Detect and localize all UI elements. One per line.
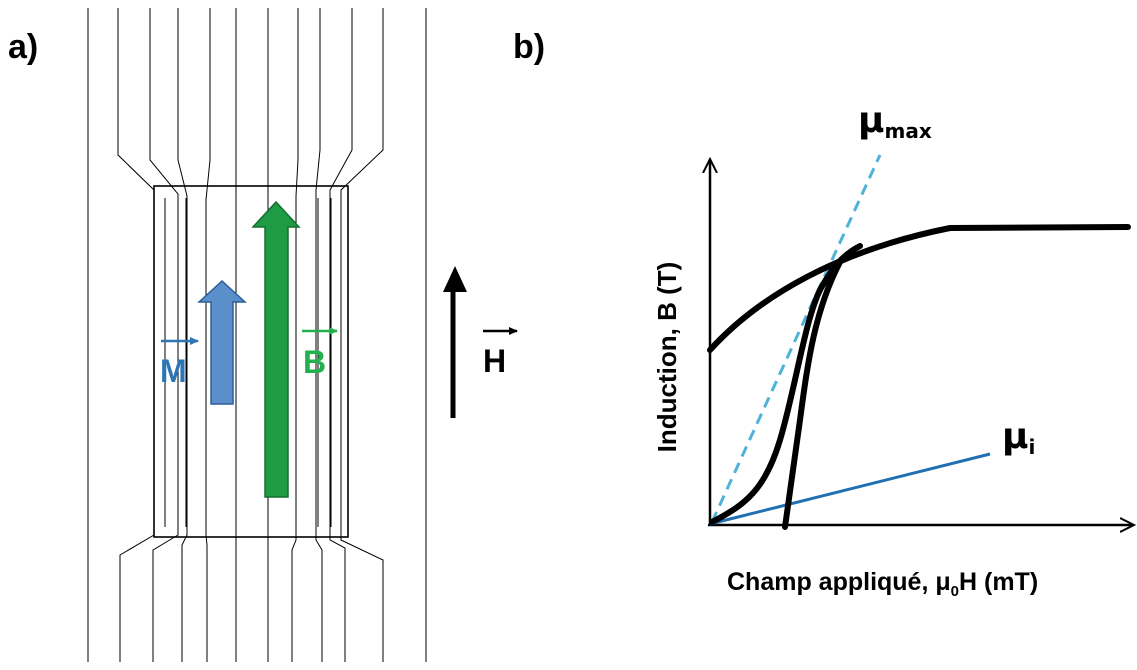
x-axis-label-sub: 0	[951, 583, 959, 600]
induction-label: B	[303, 344, 326, 380]
mu-max-sub: max	[885, 119, 932, 143]
mu-max-symbol: μ	[858, 100, 885, 141]
mu-max-line	[710, 154, 882, 523]
field-line	[340, 8, 384, 662]
panel-a-label: a)	[8, 28, 38, 66]
descending-branch	[707, 224, 1131, 353]
field-line	[117, 8, 155, 662]
inner-field-lines	[164, 198, 332, 527]
mu-i-line	[709, 452, 991, 526]
mu-max-label: μmax	[858, 100, 932, 143]
y-axis-label: Induction, B (T)	[652, 262, 682, 453]
x-axis-label: Champ appliqué, μ0H (mT)	[727, 568, 1038, 600]
panel-b: b) μmax μi Induction, B (T) Champ appliq…	[513, 28, 1133, 600]
bh-curves	[707, 224, 1131, 530]
field-line	[291, 8, 299, 662]
x-axis-label-main: Champ appliqué, μ	[727, 568, 951, 596]
field-label: H	[483, 343, 506, 379]
field-arrow-head	[443, 266, 467, 292]
panel-b-label: b)	[513, 28, 545, 66]
sample-box	[153, 185, 349, 538]
field-line	[177, 8, 188, 662]
x-axis-label-tail: H (mT)	[959, 568, 1038, 596]
mu-i-sub: i	[1029, 435, 1036, 459]
field-line	[315, 8, 323, 662]
magnetization-label: M	[160, 353, 187, 389]
mu-i-label: μi	[1002, 416, 1035, 459]
field-line	[329, 8, 353, 662]
panel-a: a)	[8, 8, 518, 662]
field-line	[149, 8, 179, 662]
induction-arrow	[251, 200, 301, 498]
mu-i-symbol: μ	[1002, 416, 1029, 457]
ascending-branch	[782, 259, 843, 530]
magnetization-arrow	[197, 279, 247, 405]
